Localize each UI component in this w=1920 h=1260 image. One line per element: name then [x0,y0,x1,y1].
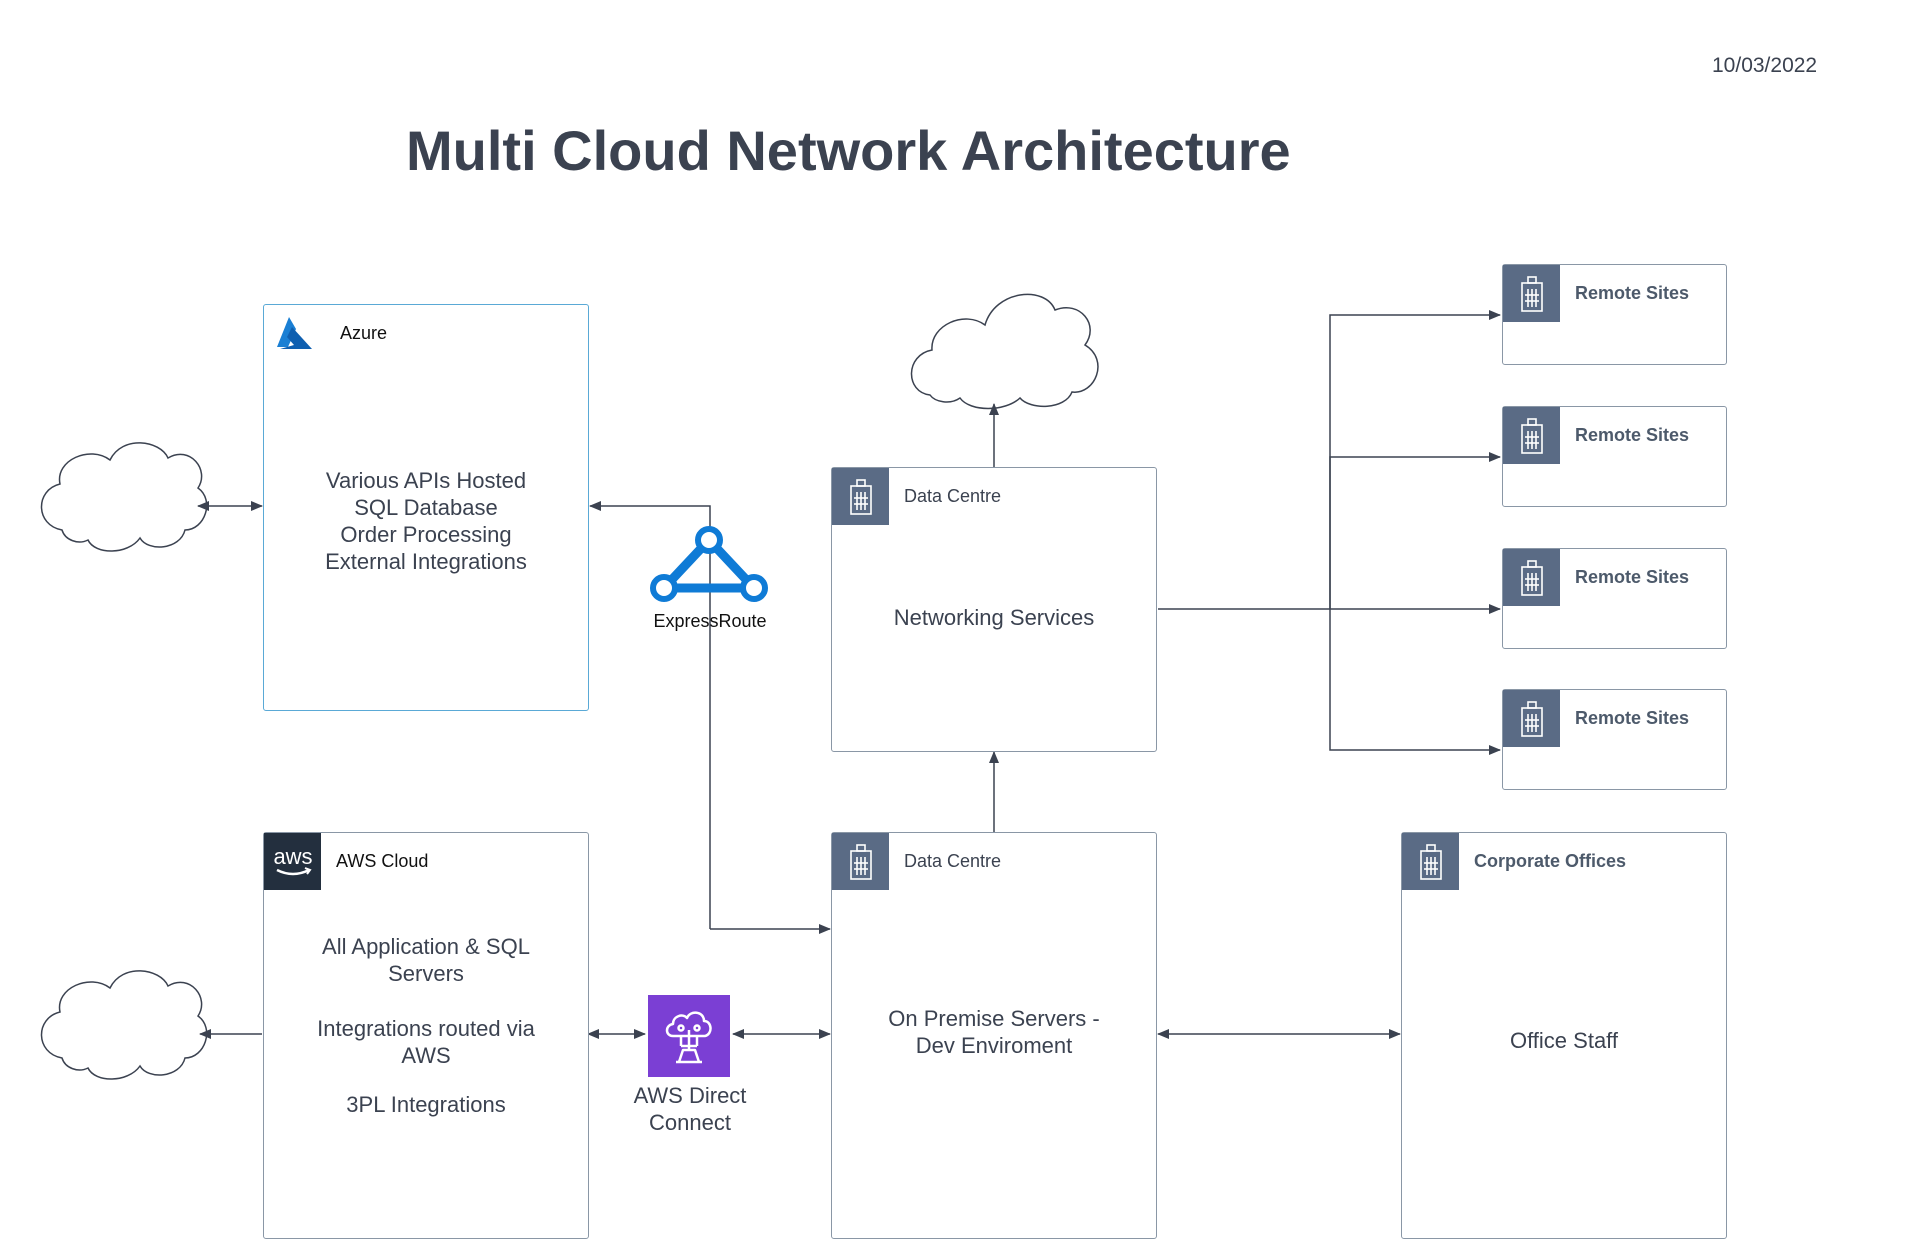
remote-site-label: Remote Sites [1575,567,1690,587]
building-icon [1503,549,1560,606]
connector-remote-site-2 [1329,452,1501,609]
connector-remote-site-1 [1329,310,1501,609]
aws-line-3pl: 3PL Integrations [346,1092,506,1117]
cloud-icon [40,970,208,1080]
datacentre-onprem-box: Data Centre On Premise Servers - Dev Env… [831,832,1157,1239]
aws-line-integrations-cont: AWS [401,1043,451,1068]
remote-site-box: Remote Sites [1502,406,1727,507]
aws-logo-icon: aws [264,833,321,890]
aws-header-label: AWS Cloud [336,851,429,871]
building-icon [1503,690,1560,747]
azure-box: Azure Various APIs Hosted SQL Database O… [263,304,589,711]
aws-cloud-box: aws AWS Cloud All Application & SQL Serv… [263,832,589,1239]
datacentre-bottom-line1: On Premise Servers - [888,1006,1100,1031]
datacentre-top-text: Networking Services [893,605,1095,630]
datacentre-networking-box: Data Centre Networking Services [831,467,1157,752]
connector-remote-site-4 [1329,609,1501,755]
corporate-text: Office Staff [1509,1028,1619,1053]
building-icon [832,833,889,890]
building-icon [832,468,889,525]
azure-line-apis: Various APIs Hosted [325,468,527,493]
datacentre-top-header: Data Centre [904,486,1002,506]
direct-connect-label-line1: AWS Direct [633,1083,747,1108]
remote-site-box: Remote Sites [1502,264,1727,365]
datacentre-bottom-line2: Dev Enviroment [915,1033,1073,1058]
cloud-icon [40,442,208,552]
direct-connect-label: AWS Direct Connect [610,1082,770,1136]
aws-line-servers: All Application & SQL [322,934,530,959]
remote-site-label: Remote Sites [1575,708,1690,728]
connector-expressroute-azure [589,501,711,929]
expressroute-icon [646,526,772,604]
azure-line-sql: SQL Database [354,495,498,520]
aws-line-servers-cont: Servers [388,961,464,986]
corporate-offices-box: Corporate Offices Office Staff [1401,832,1727,1239]
page-title: Multi Cloud Network Architecture [406,119,1291,182]
diagram-date: 10/03/2022 [1712,54,1818,77]
azure-logo-icon [272,315,314,351]
datacentre-bottom-header: Data Centre [904,851,1002,871]
corporate-header: Corporate Offices [1474,851,1627,871]
remote-site-box: Remote Sites [1502,689,1727,790]
building-icon [1402,833,1459,890]
expressroute-label: ExpressRoute [653,611,767,631]
remote-site-label: Remote Sites [1575,425,1690,445]
remote-site-label: Remote Sites [1575,283,1690,303]
cloud-icon [910,293,1099,410]
direct-connect-icon [648,995,730,1077]
aws-line-integrations: Integrations routed via [317,1016,535,1041]
azure-line-order: Order Processing [340,522,512,547]
azure-header-label: Azure [340,322,388,343]
building-icon [1503,265,1560,322]
remote-site-box: Remote Sites [1502,548,1727,649]
azure-line-integrations: External Integrations [325,549,527,574]
svg-text:aws: aws [273,844,312,869]
direct-connect-label-line2: Connect [649,1110,731,1135]
building-icon [1503,407,1560,464]
